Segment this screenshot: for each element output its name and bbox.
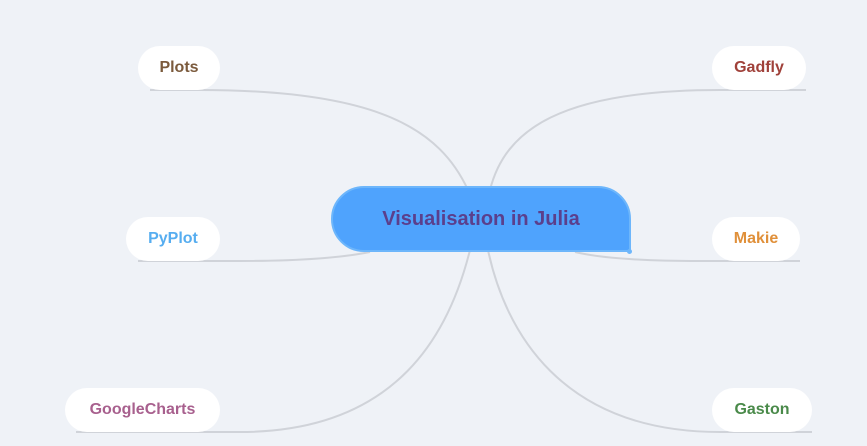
node-gaston[interactable]: Gaston bbox=[712, 388, 812, 432]
link-gadfly bbox=[489, 89, 806, 191]
node-label: Plots bbox=[159, 59, 199, 76]
link-gaston bbox=[487, 249, 812, 433]
node-label: PyPlot bbox=[148, 230, 198, 247]
resize-handle[interactable] bbox=[627, 249, 632, 254]
node-plots[interactable]: Plots bbox=[138, 46, 220, 90]
link-plots bbox=[150, 89, 469, 191]
node-label: Makie bbox=[733, 230, 779, 247]
node-googlecharts[interactable]: GoogleCharts bbox=[65, 388, 220, 432]
root-node[interactable]: Visualisation in Julia bbox=[331, 186, 631, 252]
node-label: GoogleCharts bbox=[89, 401, 196, 418]
link-makie bbox=[574, 251, 800, 262]
node-label: Gaston bbox=[734, 401, 790, 418]
node-gadfly[interactable]: Gadfly bbox=[712, 46, 806, 90]
link-pyplot bbox=[138, 251, 371, 262]
node-makie[interactable]: Makie bbox=[712, 217, 800, 261]
node-label: Gadfly bbox=[734, 59, 784, 76]
root-label: Visualisation in Julia bbox=[382, 207, 580, 230]
link-googlecharts bbox=[76, 249, 471, 433]
node-pyplot[interactable]: PyPlot bbox=[126, 217, 220, 261]
